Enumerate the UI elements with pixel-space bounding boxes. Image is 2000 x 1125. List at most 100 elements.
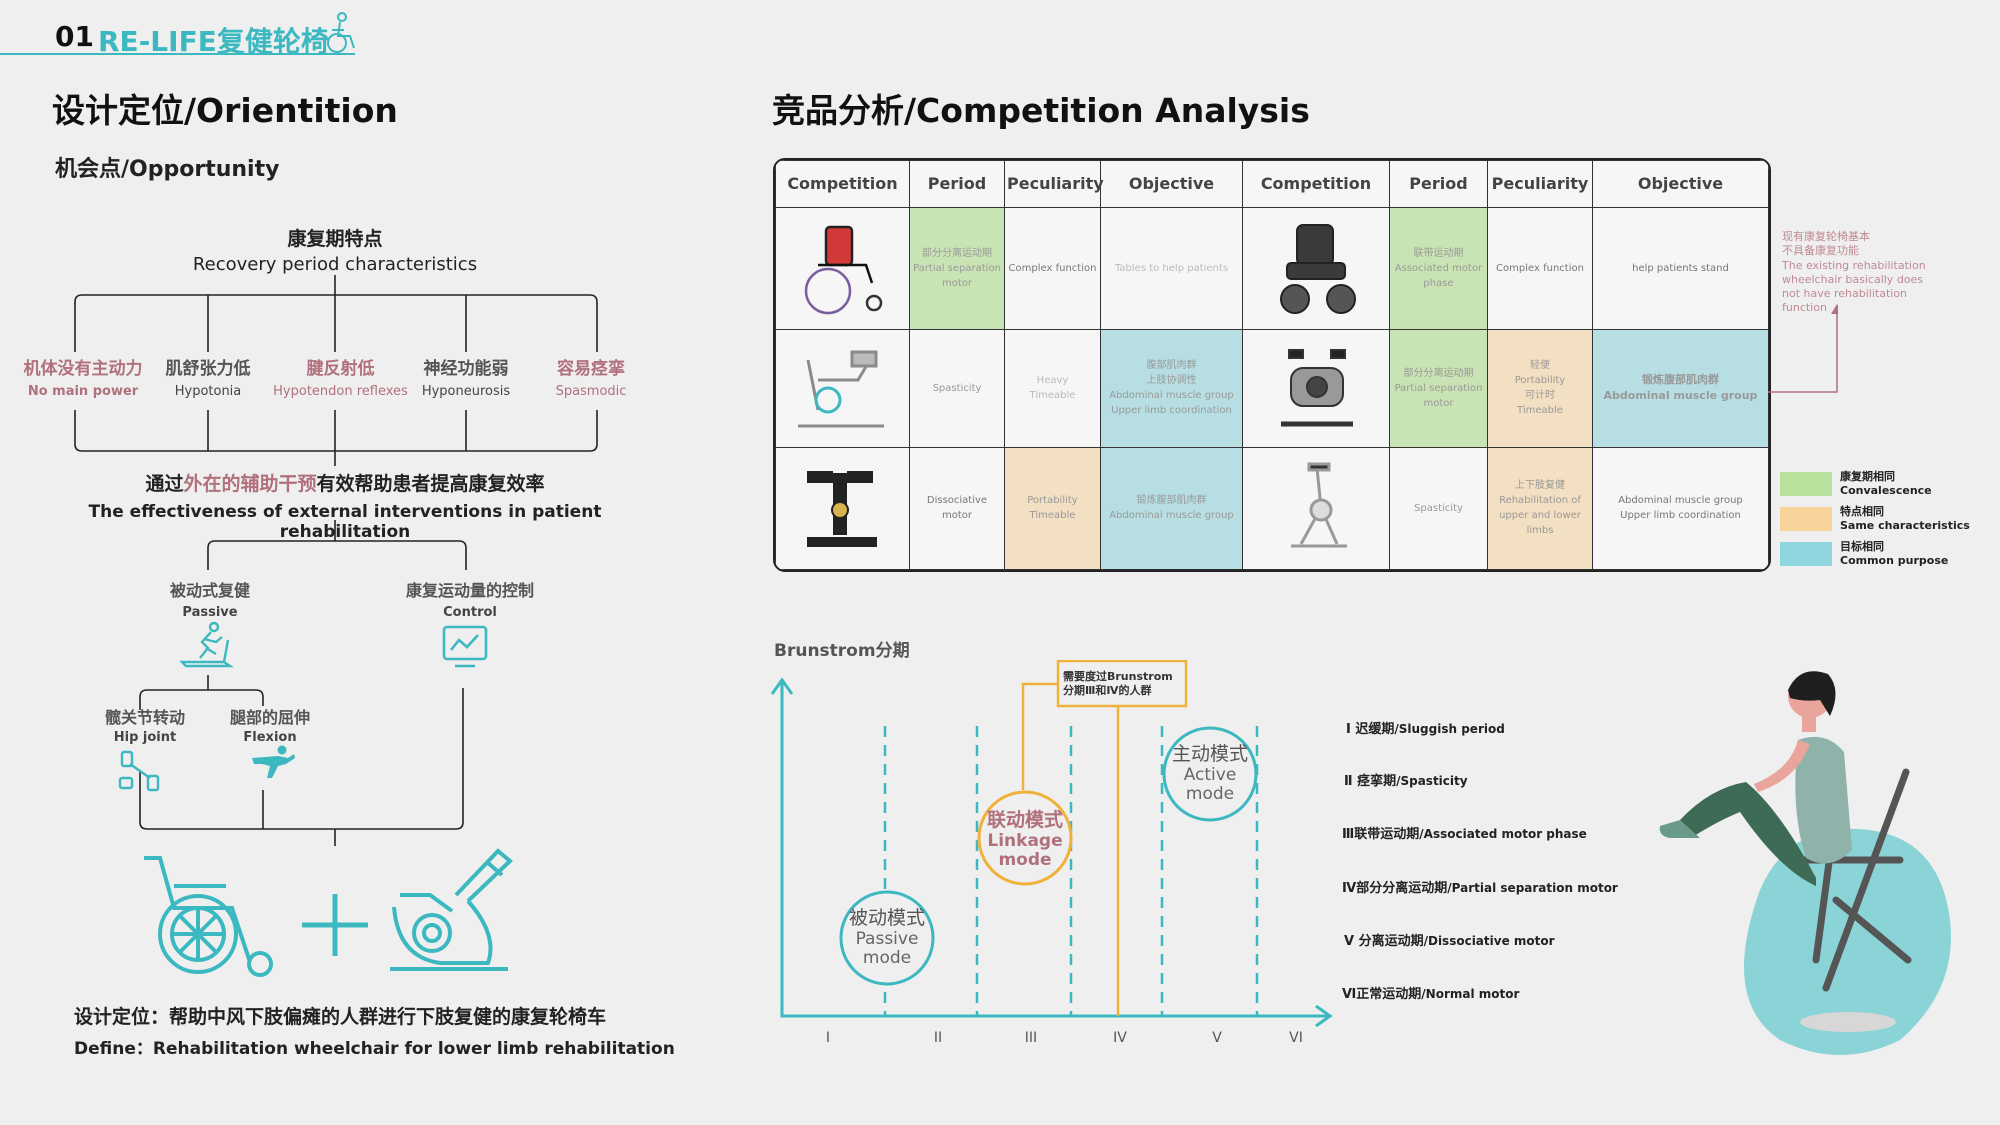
effect-cn-pre: 通过 xyxy=(145,473,184,495)
objective-cell: 锻炼腹部肌肉群 Abdominal muscle group xyxy=(1592,329,1769,448)
product-image xyxy=(1242,329,1390,448)
trait-cn: 腱反射低 xyxy=(306,359,375,379)
control-en: Control xyxy=(443,605,497,620)
mode-en: Active xyxy=(1183,764,1237,785)
trait-hypotendon-reflexes: 腱反射低 Hypotendon reflexes xyxy=(268,354,413,399)
objective-cell: Tables to help patients xyxy=(1100,206,1243,331)
col-header: Objective xyxy=(1100,160,1243,208)
passive-en: Passive xyxy=(182,605,238,620)
trait-spasmodic: 容易痉挛 Spasmodic xyxy=(536,354,646,399)
product-image xyxy=(775,329,910,448)
legend-swatch-same xyxy=(1780,507,1832,531)
header-underline xyxy=(0,53,355,55)
trait-hypotonia: 肌舒张力低 Hypotonia xyxy=(148,354,268,399)
tick-label: V xyxy=(1212,1030,1222,1046)
col-header: Competition xyxy=(775,160,910,208)
tick-label: III xyxy=(1024,1030,1038,1046)
trait-en: Spasmodic xyxy=(555,384,627,399)
wheelchair-icon xyxy=(140,850,280,984)
exercise-bike-icon xyxy=(388,845,518,979)
mode-en: mode xyxy=(862,948,912,969)
peculiarity-cell: 轻便 Portability 可计时 Timeable xyxy=(1487,329,1593,448)
trait-en: Hypotendon reflexes xyxy=(273,384,408,399)
stage-label: Ⅴ 分离运动期/Dissociative motor xyxy=(1344,934,1555,949)
table-header-row: Competition Period Peculiarity Objective… xyxy=(775,160,1769,208)
mode-cn: 被动模式 xyxy=(848,907,925,929)
plus-icon xyxy=(300,892,370,962)
trait-hyponeurosis: 神经功能弱 Hyponeurosis xyxy=(406,354,526,399)
brunstrom-callout: 需要度过Brunstrom 分期Ⅲ和Ⅳ的人群 xyxy=(1063,670,1173,698)
legend-swatch-convalescence xyxy=(1780,472,1832,496)
col-header: Period xyxy=(1389,160,1488,208)
table-row: Spasticity Heavy Timeable 腹部肌肉群 上肢协调性 Ab… xyxy=(775,329,1769,448)
product-image xyxy=(1242,206,1390,331)
effect-cn-highlight: 外在的辅助干预 xyxy=(183,473,317,495)
tick-label: II xyxy=(933,1030,943,1046)
period-cell: 联带运动期 Associated motor phase xyxy=(1389,206,1488,331)
opportunity-tree-lines xyxy=(74,275,598,846)
trait-cn: 机体没有主动力 xyxy=(23,359,143,379)
effect-en: The effectiveness of external interventi… xyxy=(88,502,602,542)
table-row: 部分分离运动期 Partial separation motor Complex… xyxy=(775,206,1769,331)
competition-table: Competition Period Peculiarity Objective… xyxy=(773,158,1771,572)
trait-cn: 神经功能弱 xyxy=(423,359,509,379)
flexion-node: 腿部的屈伸 Flexion xyxy=(215,704,325,745)
peculiarity-cell: Complex function xyxy=(1004,206,1101,331)
mode-cn: 联动模式 xyxy=(986,809,1063,831)
stage-label: Ⅵ正常运动期/Normal motor xyxy=(1342,987,1520,1002)
effect-statement: 通过外在的辅助干预有效帮助患者提高康复效率 The effectiveness … xyxy=(30,469,660,542)
dumbbell-icon xyxy=(118,748,164,798)
stage-label: Ⅰ 迟缓期/Sluggish period xyxy=(1346,722,1505,737)
tick-label: VI xyxy=(1289,1030,1303,1046)
objective-cell: help patients stand xyxy=(1592,206,1769,331)
product-image xyxy=(775,206,910,331)
stage-label: Ⅲ联带运动期/Associated motor phase xyxy=(1342,827,1587,842)
period-cell: 部分分离运动期 Partial separation motor xyxy=(1389,329,1488,448)
objective-cell: Abdominal muscle group Upper limb coordi… xyxy=(1592,446,1769,570)
hip-node: 髋关节转动 Hip joint xyxy=(90,704,200,745)
mode-en: mode xyxy=(998,850,1052,871)
objective-cell: 腹部肌肉群 上肢协调性 Abdominal muscle group Upper… xyxy=(1100,329,1243,448)
flexion-en: Flexion xyxy=(243,730,297,745)
monitor-chart-icon xyxy=(441,624,489,674)
peculiarity-cell: Heavy Timeable xyxy=(1004,329,1101,448)
define-en: Define：Rehabilitation wheelchair for low… xyxy=(74,1039,675,1059)
trait-en: Hyponeurosis xyxy=(421,384,511,399)
orientation-title: 设计定位/Orientition xyxy=(52,91,398,130)
define-cn: 设计定位：帮助中风下肢偏瘫的人群进行下肢复健的康复轮椅车 xyxy=(74,1006,607,1028)
recovery-en: Recovery period characteristics xyxy=(192,254,478,275)
period-cell: 部分分离运动期 Partial separation motor xyxy=(909,206,1005,331)
wheelchair-logo-icon xyxy=(322,12,358,58)
mode-en: Linkage xyxy=(987,830,1063,851)
table-row: Dissociative motor Portability Timeable … xyxy=(775,446,1769,570)
seated-woman-illustration xyxy=(1659,671,1951,1055)
effect-cn-post: 有效帮助患者提高康复效率 xyxy=(316,473,545,495)
passive-mode-circle: 被动模式 Passive mode xyxy=(840,907,934,969)
trait-en: No main power xyxy=(27,384,139,399)
brunstrom-title: Brunstrom分期 xyxy=(774,641,910,661)
hip-cn: 髋关节转动 xyxy=(104,708,185,727)
tick-label: I xyxy=(825,1030,831,1046)
mode-en: Passive xyxy=(855,928,919,949)
col-header: Period xyxy=(909,160,1005,208)
stage-label: Ⅱ 痉挛期/Spasticity xyxy=(1344,774,1468,789)
col-header: Peculiarity xyxy=(1487,160,1593,208)
tick-label: IV xyxy=(1113,1030,1127,1046)
flexion-cn: 腿部的屈伸 xyxy=(229,708,310,727)
wheelchair-note: 现有康复轮椅基本 不具备康复功能 The existing rehabilita… xyxy=(1782,230,1926,315)
trait-en: Hypotonia xyxy=(174,384,242,399)
opportunity-subtitle: 机会点/Opportunity xyxy=(55,157,280,182)
project-title: RE-LIFE复健轮椅 xyxy=(98,25,329,58)
hip-en: Hip joint xyxy=(113,730,177,745)
col-header: Competition xyxy=(1242,160,1390,208)
linkage-mode-circle: 联动模式 Linkage mode xyxy=(978,809,1072,871)
active-mode-circle: 主动模式 Active mode xyxy=(1163,743,1257,805)
peculiarity-cell: Portability Timeable xyxy=(1004,446,1101,570)
brunstrom-diagram xyxy=(770,660,1333,1028)
passive-node: 被动式复健 Passive xyxy=(140,577,280,620)
period-cell: Spasticity xyxy=(1389,446,1488,570)
period-cell: Dissociative motor xyxy=(909,446,1005,570)
